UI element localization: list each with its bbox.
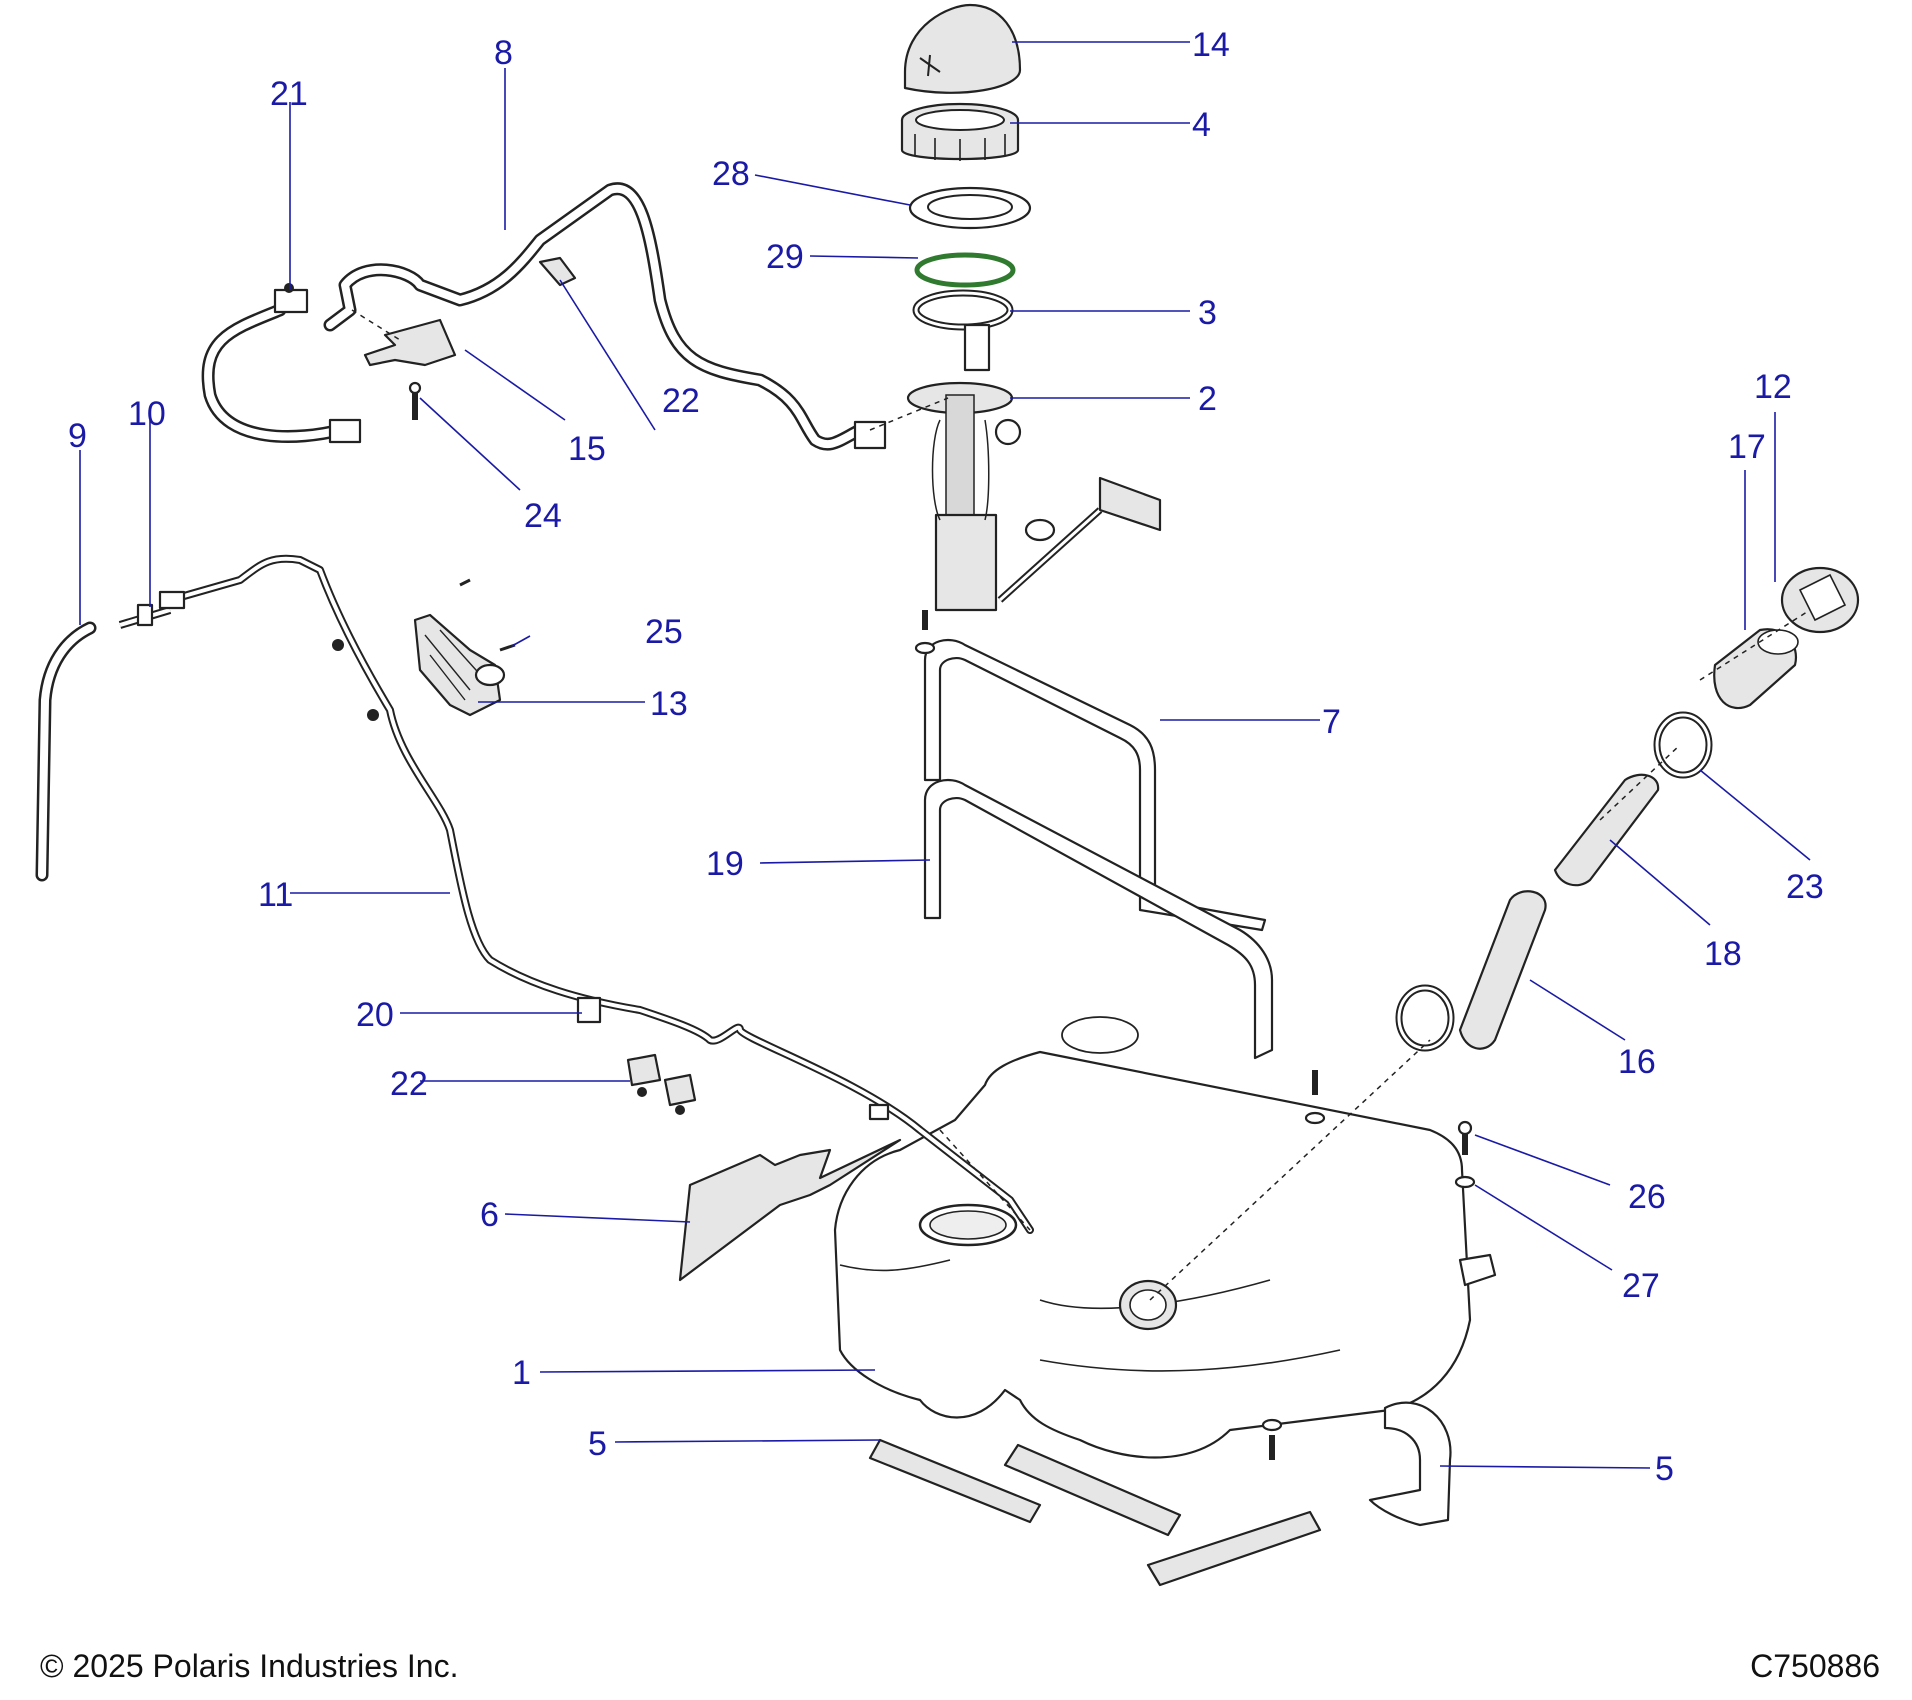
part-vent-hose-upper [201, 182, 887, 451]
callout-22-upper: 22 [662, 382, 700, 420]
part-heat-shield [678, 1138, 902, 1282]
part-cap-dome [903, 3, 1022, 94]
part-hose-9 [35, 621, 97, 882]
callout-18: 18 [1704, 935, 1742, 973]
callout-12: 12 [1754, 368, 1792, 406]
part-clip-upper [538, 256, 577, 287]
assembly-lines [351, 309, 1811, 1301]
part-fasteners [914, 610, 1476, 1460]
diagram-code: C750886 [1750, 1648, 1880, 1684]
callout-28: 28 [712, 155, 750, 193]
callout-2: 2 [1198, 380, 1217, 418]
part-filler-cap [1780, 566, 1860, 634]
part-valve-bracket [413, 578, 516, 717]
part-filler-neck-top [1713, 628, 1799, 710]
callout-labels: 14 4 28 29 3 2 7 19 21 8 22 15 24 9 10 1… [68, 26, 1824, 1488]
callout-11: 11 [258, 876, 293, 914]
callout-16: 16 [1618, 1043, 1656, 1081]
leader-lines [79, 41, 1811, 1469]
callout-9: 9 [68, 417, 87, 455]
callout-7: 7 [1322, 703, 1341, 741]
part-fuel-pump [906, 323, 1162, 612]
part-bracket [363, 318, 457, 367]
part-o-ring [914, 252, 1016, 288]
part-fuel-line-11 [158, 554, 1034, 1234]
part-gasket [912, 289, 1014, 331]
callout-3: 3 [1198, 294, 1217, 332]
callout-21: 21 [270, 75, 308, 113]
part-clamp-23 [1653, 711, 1713, 779]
callout-24: 24 [524, 497, 562, 535]
callout-17: 17 [1728, 428, 1766, 466]
callout-14: 14 [1192, 26, 1230, 64]
part-filler-hose [1458, 890, 1547, 1050]
part-tank-strap-lower [923, 778, 1274, 1060]
part-filler-tube [1553, 773, 1660, 887]
callout-15: 15 [568, 430, 606, 468]
part-fitting [273, 283, 309, 314]
callout-23: 23 [1786, 868, 1824, 906]
part-fuel-tank [833, 1016, 1497, 1459]
callout-29: 29 [766, 238, 804, 276]
callout-26: 26 [1628, 1178, 1666, 1216]
callout-13: 13 [650, 685, 688, 723]
callout-5-left: 5 [588, 1425, 607, 1463]
callout-5-right: 5 [1655, 1450, 1674, 1488]
part-tank-strap-upper [923, 638, 1267, 932]
callout-4: 4 [1192, 106, 1211, 144]
callout-8: 8 [494, 34, 513, 72]
callout-22-lower: 22 [390, 1065, 428, 1103]
part-clamp-lower [1395, 984, 1455, 1052]
callout-20: 20 [356, 996, 394, 1034]
callout-27: 27 [1622, 1267, 1660, 1305]
part-bolt-24 [408, 381, 422, 420]
part-clips-lower [626, 1053, 697, 1115]
copyright-text: © 2025 Polaris Industries Inc. [40, 1648, 459, 1684]
callout-10: 10 [128, 395, 166, 433]
callout-19: 19 [706, 845, 744, 883]
part-lock-ring [900, 102, 1020, 161]
part-tank-pads [868, 1401, 1452, 1587]
part-check-valve [118, 603, 172, 629]
parts-artwork [35, 3, 1860, 1587]
callout-1: 1 [512, 1354, 531, 1392]
callout-25: 25 [645, 613, 683, 651]
callout-6: 6 [480, 1196, 499, 1234]
part-retainer-plate [908, 186, 1032, 230]
